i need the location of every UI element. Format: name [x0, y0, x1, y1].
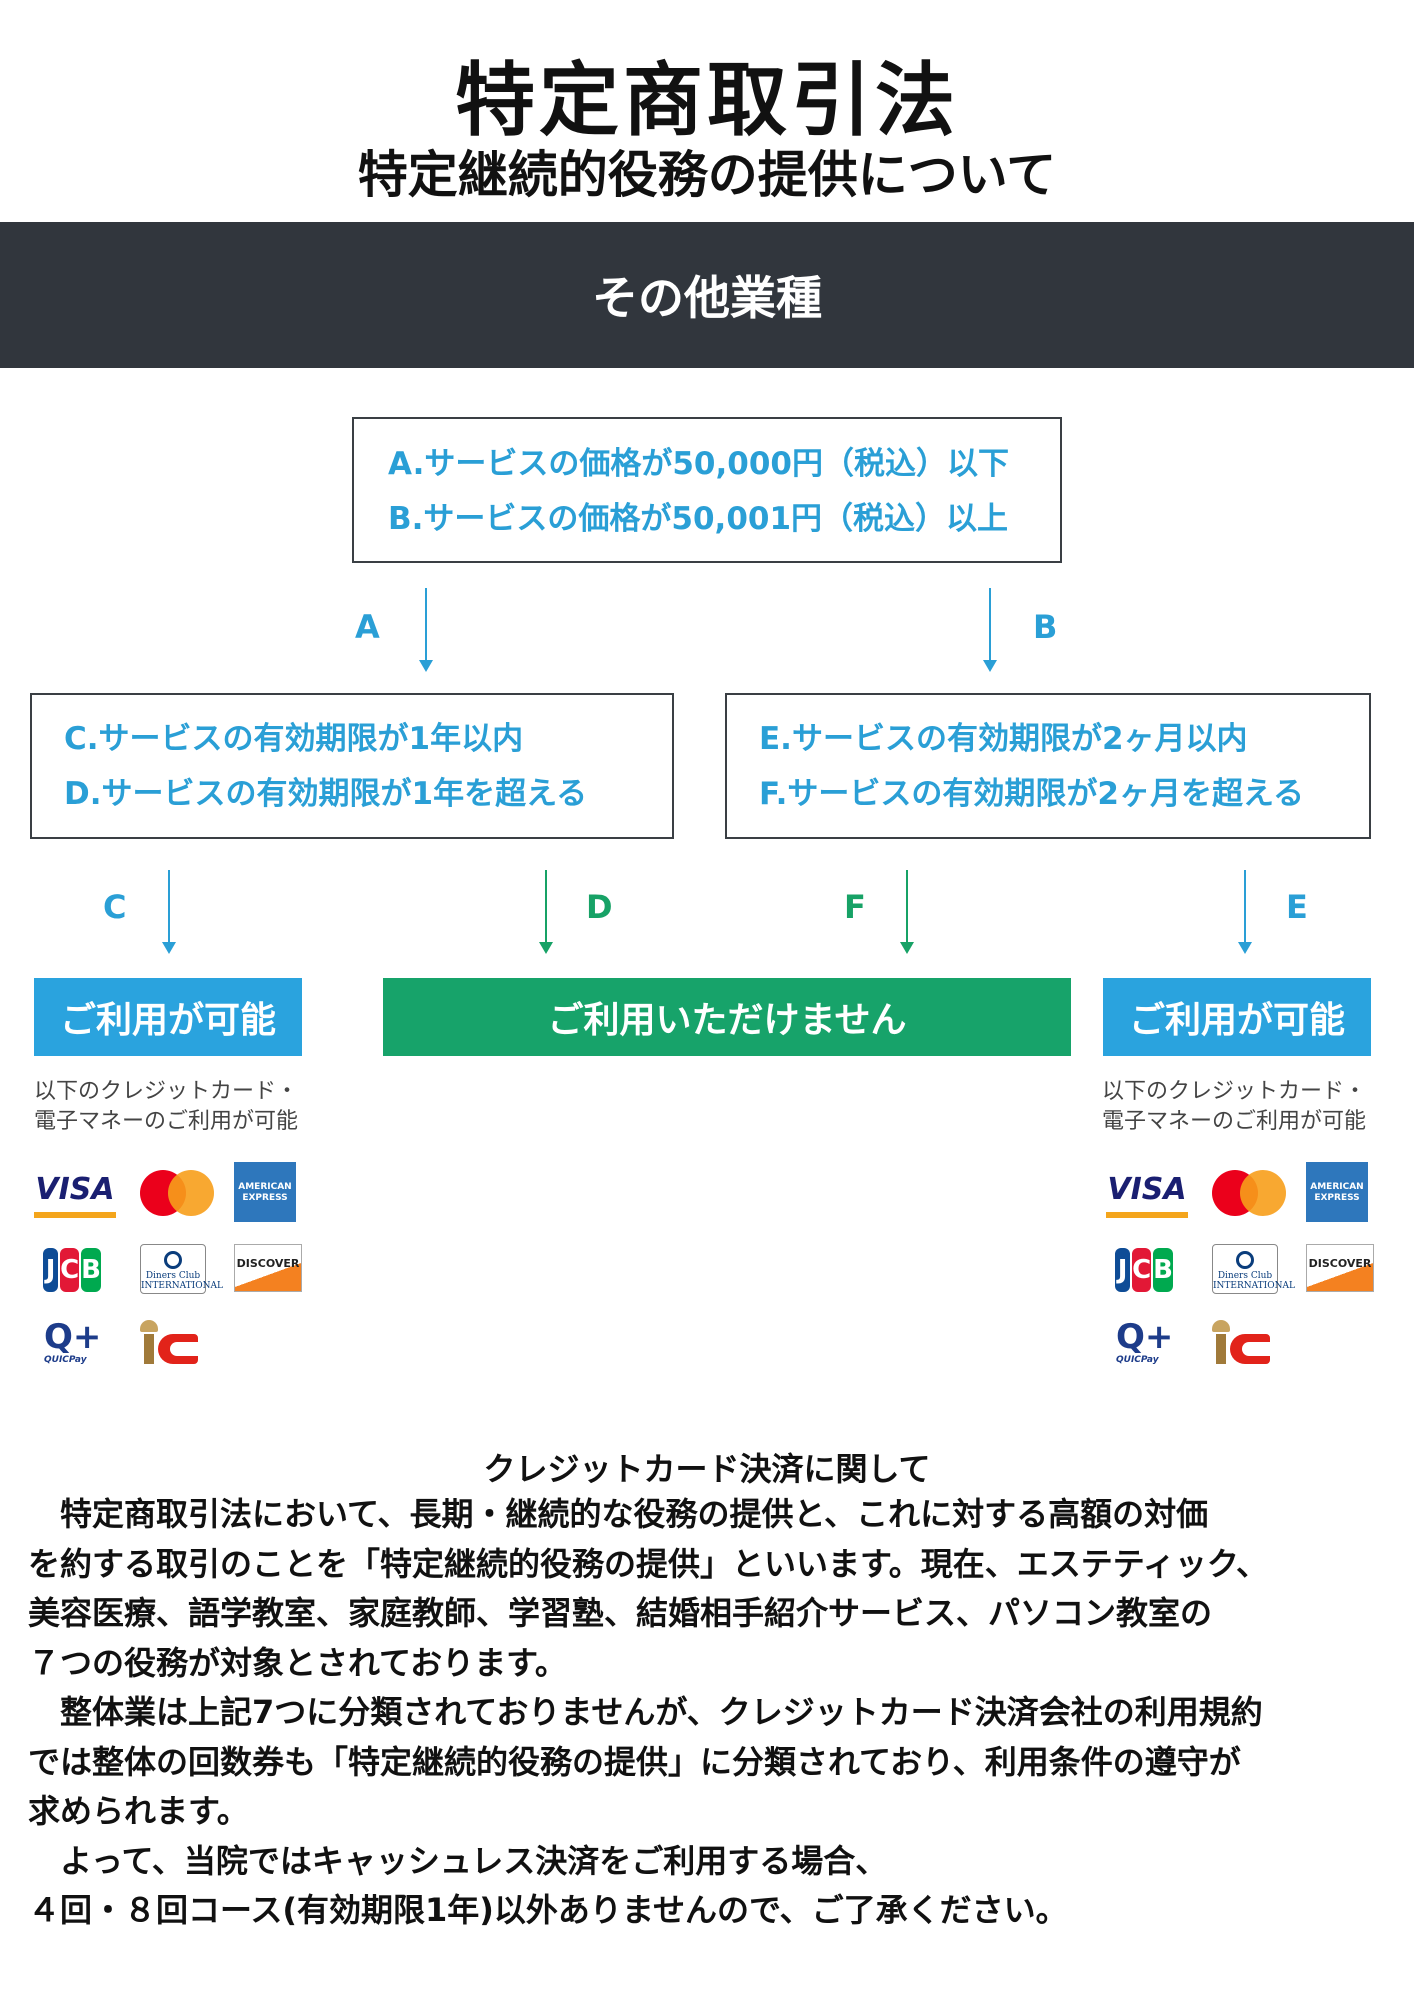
body-line: 美容医療、語学教室、家庭教師、学習塾、結婚相手紹介サービス、パソコン教室の — [28, 1594, 1213, 1632]
condition-d: D.サービスの有効期限が1年を超える — [64, 776, 588, 812]
payment-note-right: 以下のクレジットカード・ 電子マネーのご利用が可能 — [1102, 1079, 1367, 1134]
arrow-label-f: F — [844, 888, 866, 926]
body-line: を約する取引のことを「特定継続的役務の提供」といいます。現在、エステティック、 — [28, 1544, 1269, 1583]
arrow-label-d: D — [586, 888, 613, 926]
arrow-b — [983, 588, 997, 672]
arrow-d — [539, 870, 553, 954]
payment-note-left: 以下のクレジットカード・ 電子マネーのご利用が可能 — [34, 1079, 299, 1134]
page-subtitle: 特定継続的役務の提供について — [357, 146, 1057, 204]
validity-condition-box-right: E.サービスの有効期限が2ヶ月以内 F.サービスの有効期限が2ヶ月を超える — [725, 693, 1371, 839]
quicpay-logo: Q+QUICPay — [44, 1317, 102, 1365]
validity-condition-box-left: C.サービスの有効期限が1年以内 D.サービスの有効期限が1年を超える — [30, 693, 674, 839]
body-line: 整体業は上記7つに分類されておりませんが、クレジットカード決済会社の利用規約 — [28, 1693, 1263, 1731]
arrow-label-e: E — [1286, 888, 1308, 926]
arrow-c — [162, 870, 176, 954]
result-available-right: ご利用が可能 — [1103, 978, 1371, 1056]
ic-emoney-logo — [140, 1320, 202, 1370]
body-line: 特定商取引法において、長期・継続的な役務の提供と、これに対する高額の対価 — [28, 1495, 1209, 1533]
category-banner: その他業種 — [0, 222, 1414, 368]
result-unavailable: ご利用いただけません — [383, 978, 1071, 1056]
body-line: では整体の回数券も「特定継続的役務の提供」に分類されており、利用条件の遵守が — [28, 1742, 1241, 1781]
visa-logo: VISA — [1106, 1168, 1188, 1218]
discover-logo: DISCOVER — [234, 1244, 302, 1292]
diners-club-logo: Diners Club INTERNATIONAL — [140, 1244, 223, 1294]
arrow-label-c: C — [103, 888, 127, 926]
discover-logo: DISCOVER — [1306, 1244, 1374, 1292]
price-condition-box: A.サービスの価格が50,000円（税込）以下 B.サービスの価格が50,001… — [352, 417, 1062, 563]
arrow-e — [1238, 870, 1252, 954]
page-title: 特定商取引法 — [455, 54, 959, 147]
body-line: ４回・８回コース(有効期限1年)以外ありませんので、ご了承ください。 — [28, 1891, 1068, 1929]
arrow-f — [900, 870, 914, 954]
arrow-label-a: A — [355, 608, 380, 646]
condition-b: B.サービスの価格が50,001円（税込）以上 — [388, 501, 1009, 537]
amex-logo: AMERICAN EXPRESS — [1306, 1162, 1368, 1222]
body-line: 求められます。 — [28, 1792, 249, 1830]
arrow-label-b: B — [1033, 608, 1058, 646]
arrow-a — [419, 588, 433, 672]
condition-c: C.サービスの有効期限が1年以内 — [64, 721, 524, 757]
diners-club-logo: Diners Club INTERNATIONAL — [1212, 1244, 1295, 1294]
ic-emoney-logo — [1212, 1320, 1274, 1370]
credit-card-heading: クレジットカード決済に関して — [483, 1450, 931, 1488]
mastercard-logo — [140, 1170, 214, 1216]
condition-a: A.サービスの価格が50,000円（税込）以下 — [388, 446, 1009, 482]
condition-e: E.サービスの有効期限が2ヶ月以内 — [759, 721, 1248, 757]
visa-logo: VISA — [34, 1168, 116, 1218]
body-line: ７つの役務が対象とされております。 — [28, 1643, 567, 1682]
credit-card-explanation: 特定商取引法において、長期・継続的な役務の提供と、これに対する高額の対価 を約す… — [28, 1490, 1398, 1936]
mastercard-logo — [1212, 1170, 1286, 1216]
result-available-left: ご利用が可能 — [34, 978, 302, 1056]
quicpay-logo: Q+QUICPay — [1116, 1317, 1174, 1365]
condition-f: F.サービスの有効期限が2ヶ月を超える — [759, 776, 1305, 812]
amex-logo: AMERICAN EXPRESS — [234, 1162, 296, 1222]
body-line: よって、当院ではキャッシュレス決済をご利用する場合、 — [28, 1841, 888, 1880]
